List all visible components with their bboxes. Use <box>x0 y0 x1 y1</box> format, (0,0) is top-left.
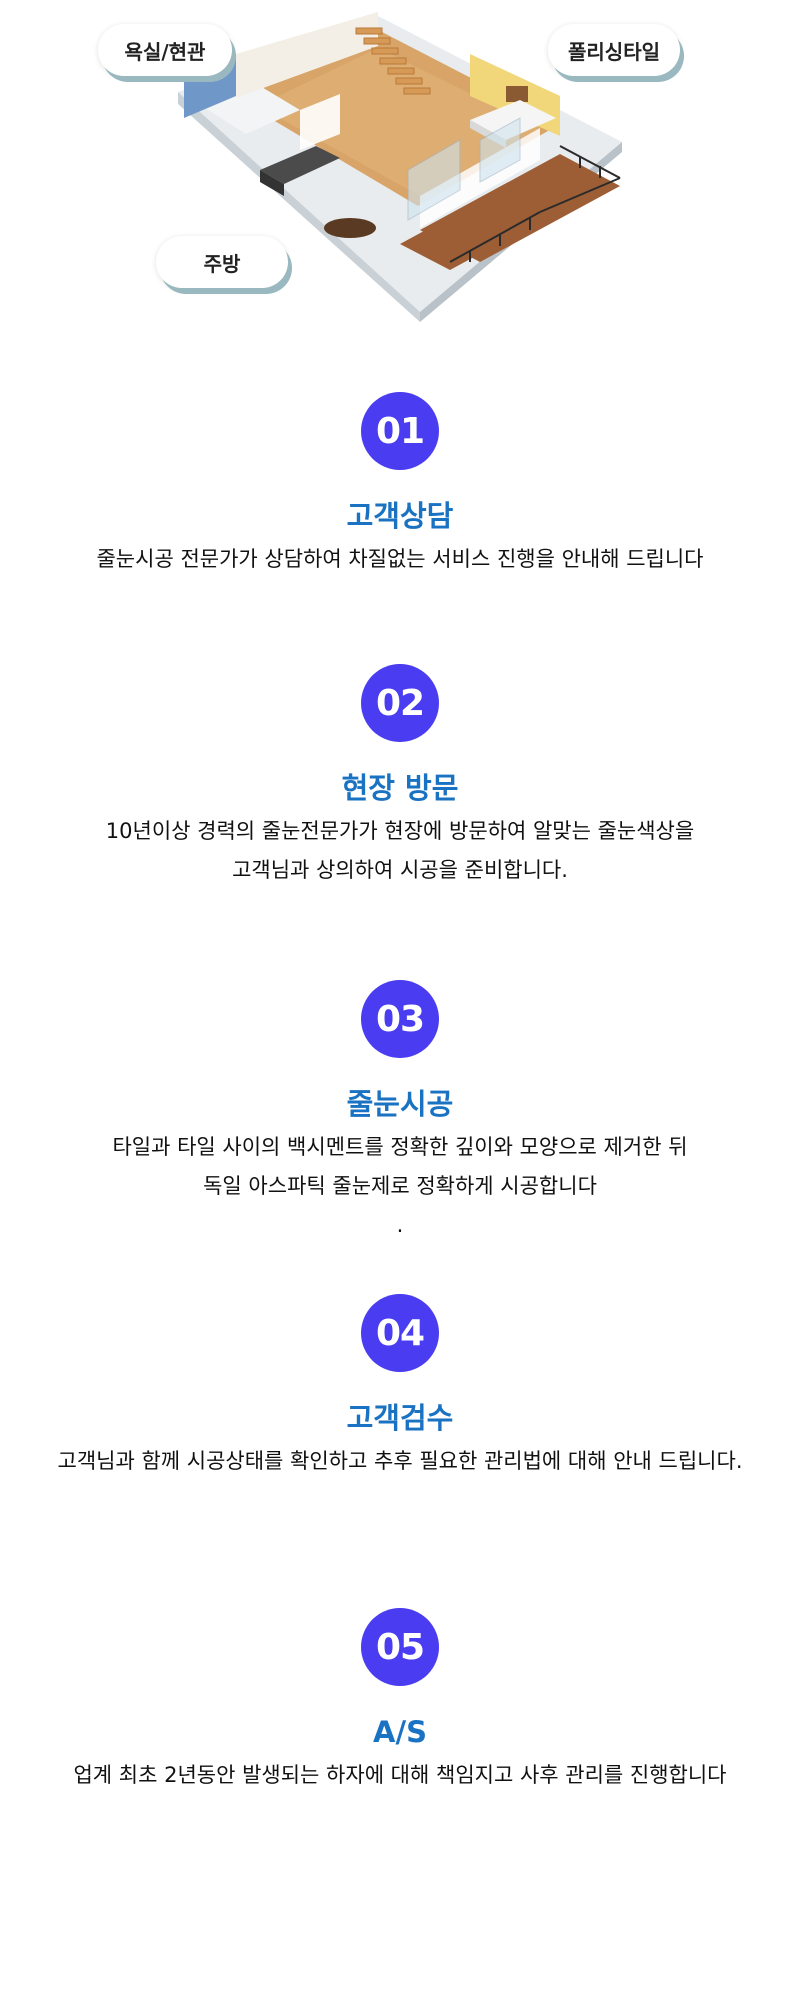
step-after-service: 05 A/S 업계 최초 2년동안 발생되는 하자에 대해 책임지고 사후 관리… <box>0 1608 800 1795</box>
step-description-line: 고객님과 상의하여 시공을 준비합니다. <box>232 858 568 882</box>
step-description: 줄눈시공 전문가가 상담하여 차질없는 서비스 진행을 안내해 드립니다 <box>0 540 800 579</box>
step-description: 업계 최초 2년동안 발생되는 하자에 대해 책임지고 사후 관리를 진행합니다 <box>0 1756 800 1795</box>
step-title: 줄눈시공 <box>346 1087 454 1121</box>
step-title: 현장 방문 <box>341 771 459 805</box>
step-description-line: 타일과 타일 사이의 백시멘트를 정확한 깊이와 모양으로 제거한 뒤 <box>112 1135 688 1159</box>
isometric-house-illustration <box>178 12 622 322</box>
step-number-badge: 05 <box>361 1608 439 1686</box>
step-description: 타일과 타일 사이의 백시멘트를 정확한 깊이와 모양으로 제거한 뒤 독일 아… <box>0 1128 800 1245</box>
step-title: A/S <box>373 1715 427 1749</box>
step-construction: 03 줄눈시공 타일과 타일 사이의 백시멘트를 정확한 깊이와 모양으로 제거… <box>0 980 800 1245</box>
label-bath-entrance: 욕실/현관 <box>98 24 232 76</box>
step-description: 10년이상 경력의 줄눈전문가가 현장에 방문하여 알맞는 줄눈색상을 고객님과… <box>0 812 800 890</box>
step-description-line: 고객님과 함께 시공상태를 확인하고 추후 필요한 관리법에 대해 안내 드립니… <box>57 1449 743 1473</box>
step-description-line: 독일 아스파틱 줄눈제로 정확하게 시공합니다 <box>203 1174 597 1198</box>
step-number-badge: 01 <box>361 392 439 470</box>
step-inspection: 04 고객검수 고객님과 함께 시공상태를 확인하고 추후 필요한 관리법에 대… <box>0 1294 800 1481</box>
step-description-line: 업계 최초 2년동안 발생되는 하자에 대해 책임지고 사후 관리를 진행합니다 <box>73 1763 727 1787</box>
step-description-line: . <box>396 1213 404 1237</box>
step-number-badge: 02 <box>361 664 439 742</box>
step-number-badge: 03 <box>361 980 439 1058</box>
step-description-line: 10년이상 경력의 줄눈전문가가 현장에 방문하여 알맞는 줄눈색상을 <box>105 819 695 843</box>
step-description-line: 줄눈시공 전문가가 상담하여 차질없는 서비스 진행을 안내해 드립니다 <box>96 547 704 571</box>
hero-illustration: 욕실/현관 폴리싱타일 주방 <box>0 0 800 330</box>
step-site-visit: 02 현장 방문 10년이상 경력의 줄눈전문가가 현장에 방문하여 알맞는 줄… <box>0 664 800 890</box>
step-description: 고객님과 함께 시공상태를 확인하고 추후 필요한 관리법에 대해 안내 드립니… <box>0 1442 800 1481</box>
label-kitchen: 주방 <box>156 236 288 288</box>
step-consultation: 01 고객상담 줄눈시공 전문가가 상담하여 차질없는 서비스 진행을 안내해 … <box>0 392 800 579</box>
step-number-badge: 04 <box>361 1294 439 1372</box>
step-title: 고객상담 <box>346 499 454 533</box>
step-title: 고객검수 <box>346 1401 454 1435</box>
label-polishing-tile: 폴리싱타일 <box>548 24 680 76</box>
